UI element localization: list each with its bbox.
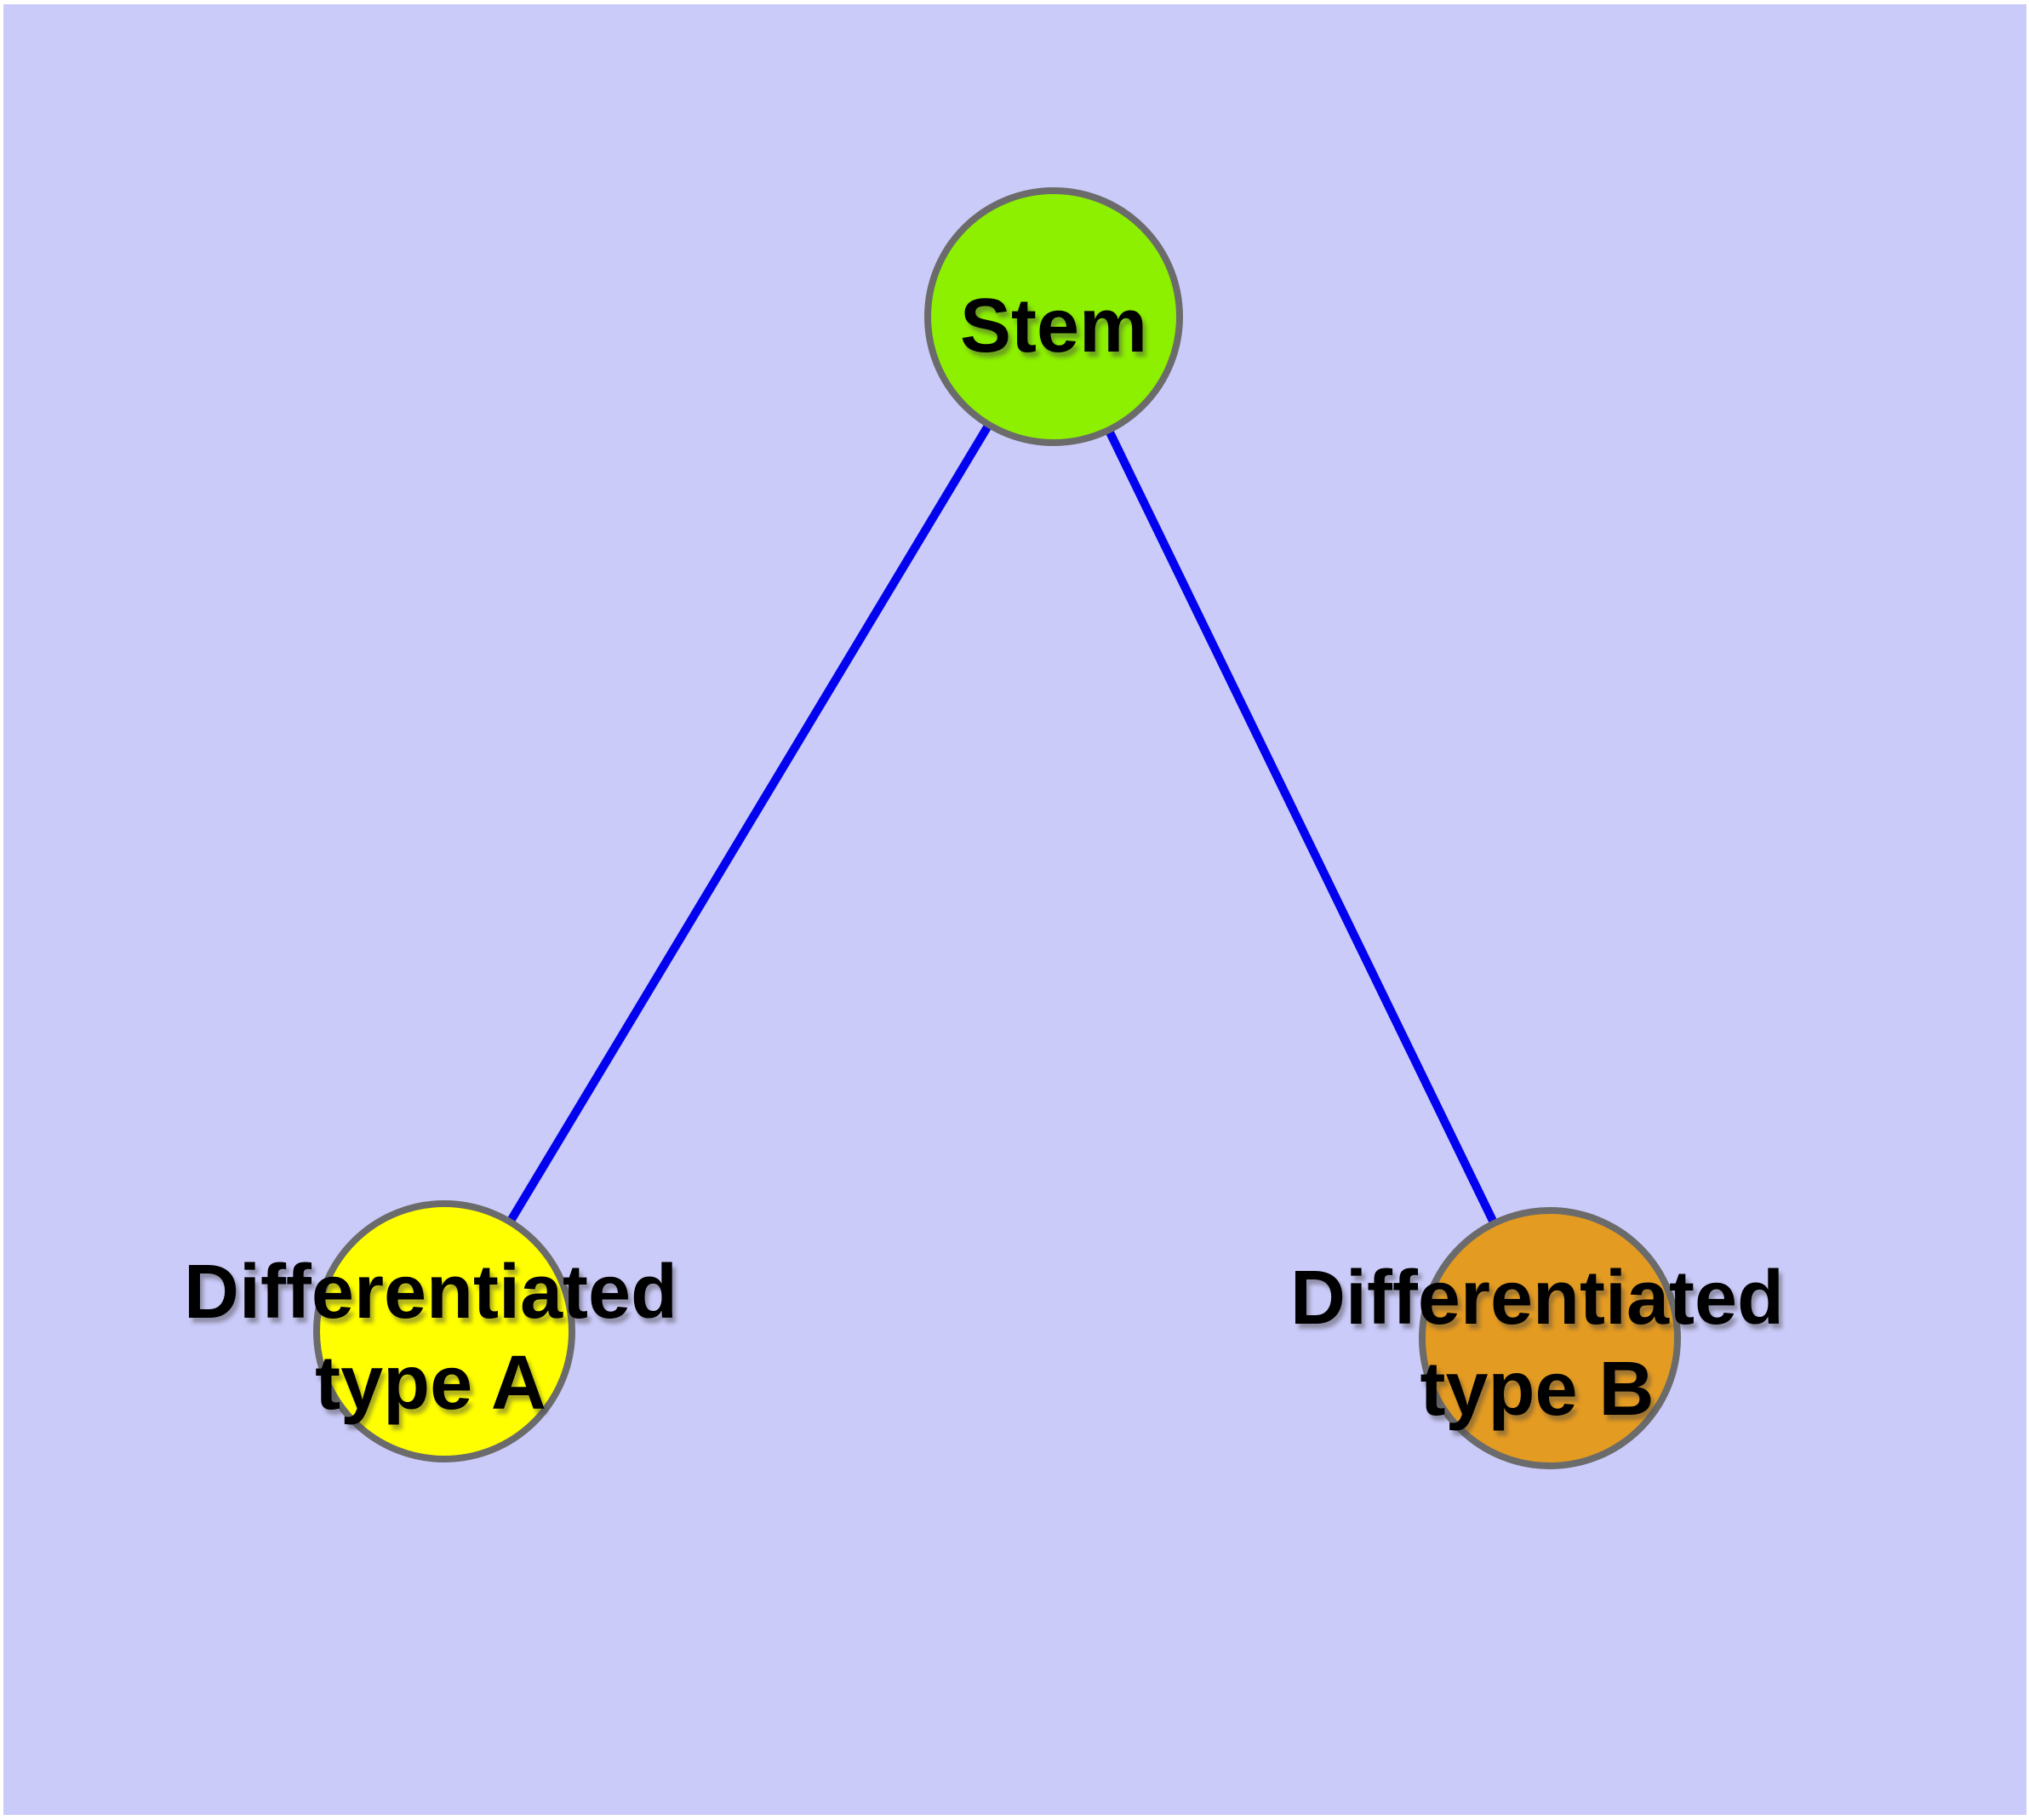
stem-node-label: Stem bbox=[960, 283, 1147, 369]
type-b-label-line2: type B bbox=[1420, 1347, 1654, 1432]
type-a-label-line1: Differentiated bbox=[184, 1250, 677, 1335]
stem-node bbox=[924, 187, 1183, 446]
differentiated-type-b-node bbox=[1419, 1207, 1681, 1469]
type-a-label-line2: type A bbox=[315, 1341, 546, 1426]
type-b-label-line1: Differentiated bbox=[1290, 1256, 1784, 1341]
edge-stem-to-type-b bbox=[1049, 314, 1554, 1341]
edge-stem-to-type-a bbox=[440, 314, 1058, 1334]
differentiated-type-a-node bbox=[313, 1200, 575, 1462]
